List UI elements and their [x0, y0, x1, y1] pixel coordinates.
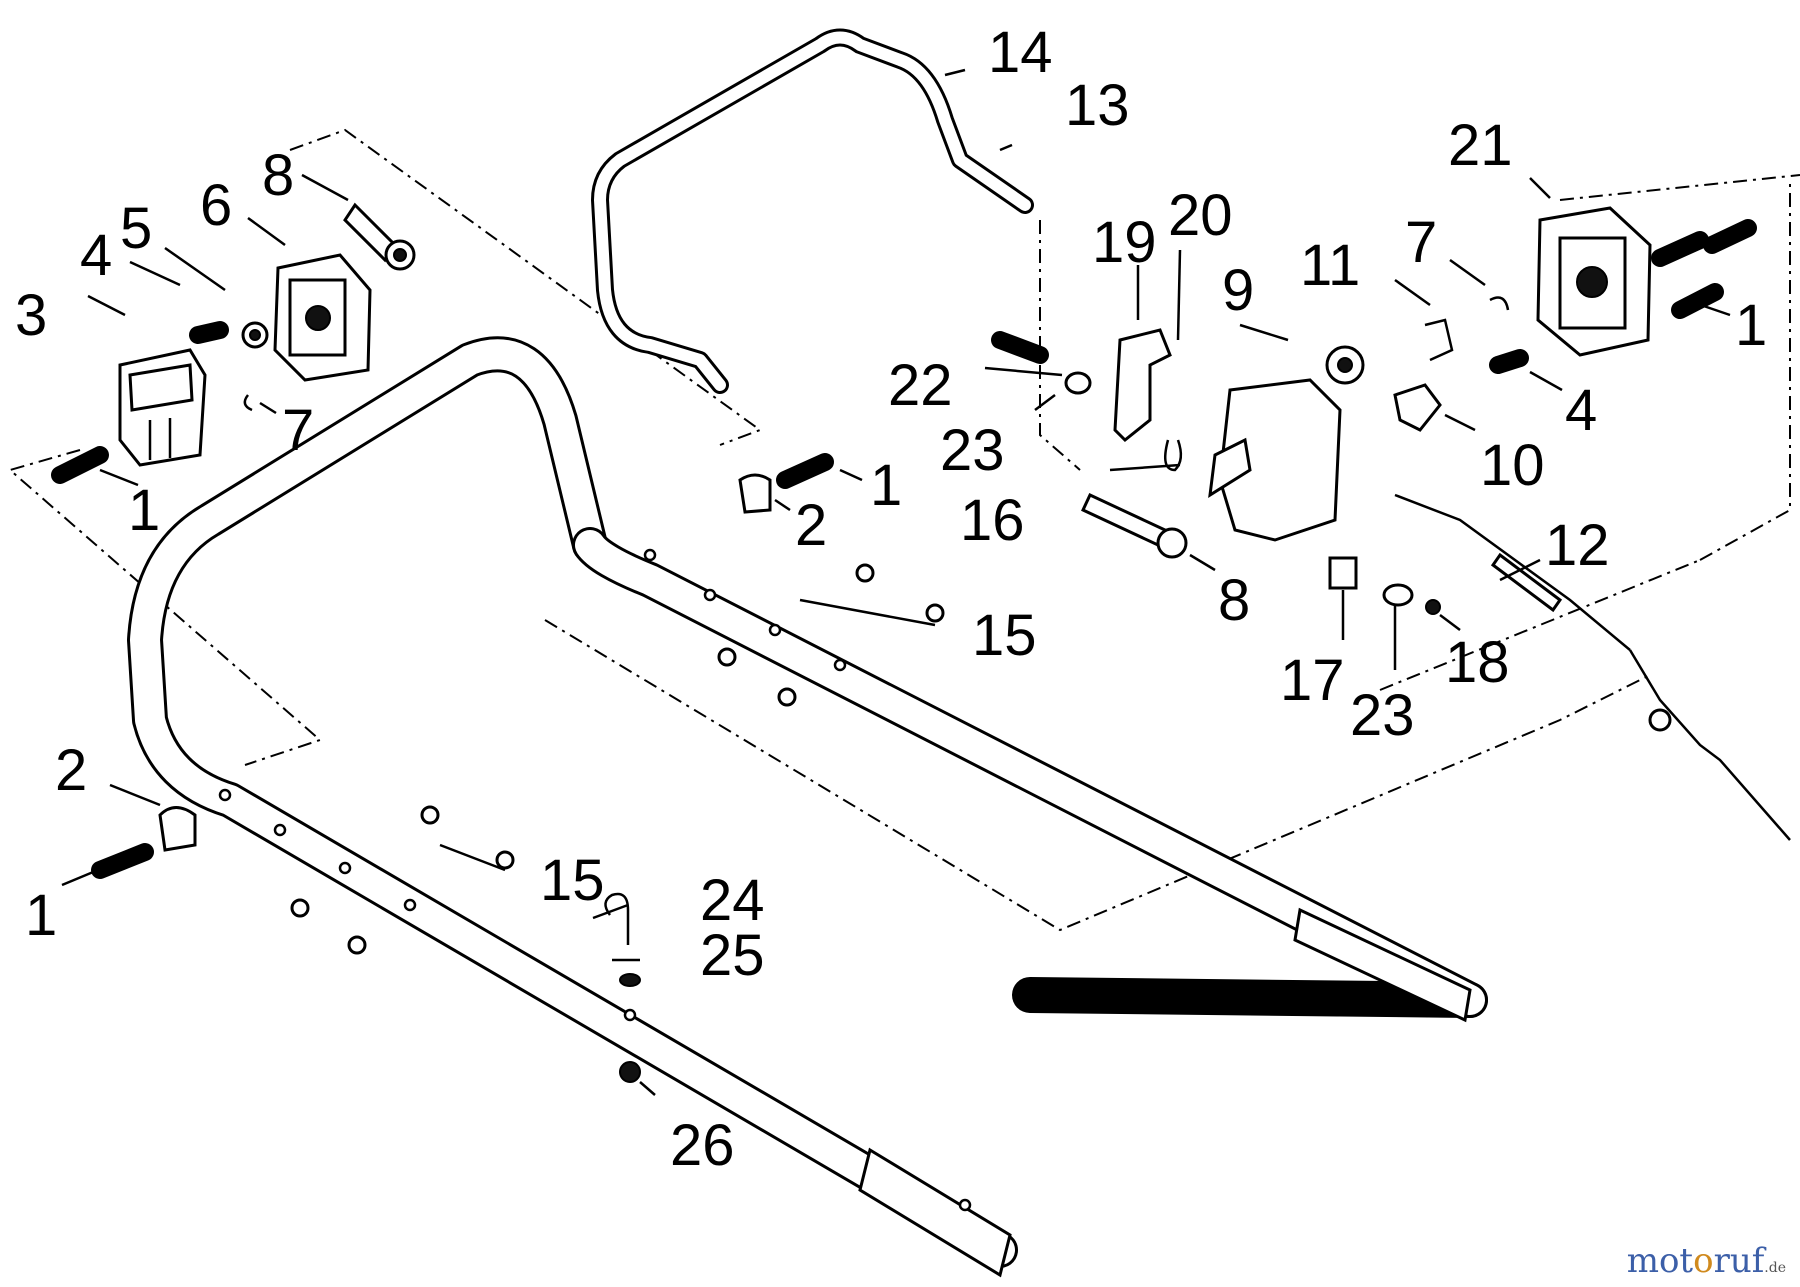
callout-16: 16 — [960, 488, 1025, 553]
watermark-part-c: ruf — [1713, 1241, 1765, 1281]
callout-8-center: 8 — [1218, 568, 1250, 633]
callout-4-left: 4 — [80, 223, 112, 288]
callout-labels: 1 1 1 1 2 2 3 4 4 5 6 7 7 8 8 9 10 11 12… — [15, 20, 1767, 1178]
callout-13: 13 — [1065, 73, 1130, 138]
callout-10: 10 — [1480, 433, 1545, 498]
callout-17: 17 — [1280, 648, 1345, 713]
callout-23-right: 23 — [1350, 683, 1415, 748]
watermark-part-d: .de — [1764, 1260, 1786, 1276]
callout-7-left: 7 — [282, 398, 314, 463]
callout-1-bottom: 1 — [25, 883, 57, 948]
callout-15-center: 15 — [972, 603, 1037, 668]
callout-26: 26 — [670, 1113, 735, 1178]
callout-2-center: 2 — [795, 493, 827, 558]
callout-3: 3 — [15, 283, 47, 348]
callout-2-left: 2 — [55, 738, 87, 803]
left-control-box — [51, 202, 641, 1083]
callout-23-center: 23 — [940, 418, 1005, 483]
callout-22: 22 — [888, 353, 953, 418]
assembly-guide-lines — [7, 128, 1800, 932]
callout-21: 21 — [1448, 113, 1513, 178]
callout-7-right: 7 — [1405, 210, 1437, 275]
callout-9: 9 — [1222, 258, 1254, 323]
watermark-part-b: o — [1693, 1241, 1714, 1281]
callout-1-left: 1 — [128, 478, 160, 543]
callout-1-right: 1 — [1735, 293, 1767, 358]
callout-18: 18 — [1445, 630, 1510, 695]
callout-19: 19 — [1092, 210, 1157, 275]
callout-25: 25 — [700, 923, 765, 988]
callout-4-right: 4 — [1565, 378, 1597, 443]
callout-15-left: 15 — [540, 848, 605, 913]
callout-20: 20 — [1168, 183, 1233, 248]
callout-6: 6 — [200, 173, 232, 238]
watermark-part-a: mot — [1626, 1241, 1694, 1281]
callout-8-left: 8 — [262, 143, 294, 208]
upper-bail — [591, 28, 1034, 394]
right-control-box — [1325, 206, 1791, 841]
callout-14: 14 — [988, 20, 1053, 85]
callout-11: 11 — [1300, 233, 1360, 298]
watermark-logo: motoruf.de — [1627, 1241, 1786, 1281]
callout-24: 24 — [700, 868, 765, 933]
callout-1-center: 1 — [870, 453, 902, 518]
lower-handle — [127, 336, 1488, 1278]
callout-5: 5 — [120, 196, 152, 261]
callout-12: 12 — [1545, 513, 1610, 578]
callout-leaders — [61, 68, 1731, 1096]
center-parts — [717, 328, 1441, 707]
